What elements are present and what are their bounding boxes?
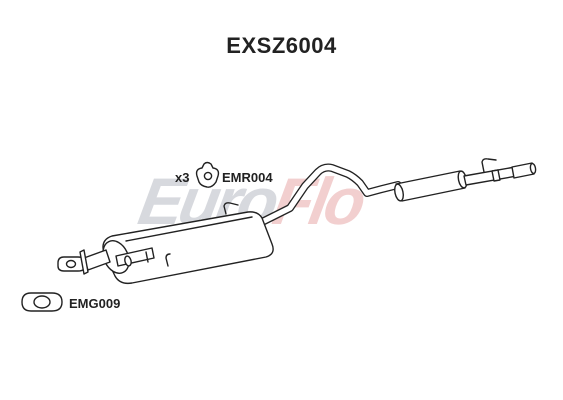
- rear-silencer: [394, 170, 468, 202]
- front-flange: [57, 249, 89, 275]
- front-pipe: [83, 247, 155, 271]
- tail-pipe: [463, 158, 537, 186]
- part-number-title: EXSZ6004: [226, 33, 337, 58]
- gasket-part-code: EMG009: [69, 296, 121, 311]
- mount-part-code: EMR004: [222, 170, 273, 185]
- gasket-icon: [21, 292, 63, 312]
- main-silencer: [102, 202, 274, 285]
- rear-pipe: [258, 163, 402, 226]
- rubber-mount-icon: [195, 161, 220, 188]
- mount-quantity: x3: [175, 170, 190, 185]
